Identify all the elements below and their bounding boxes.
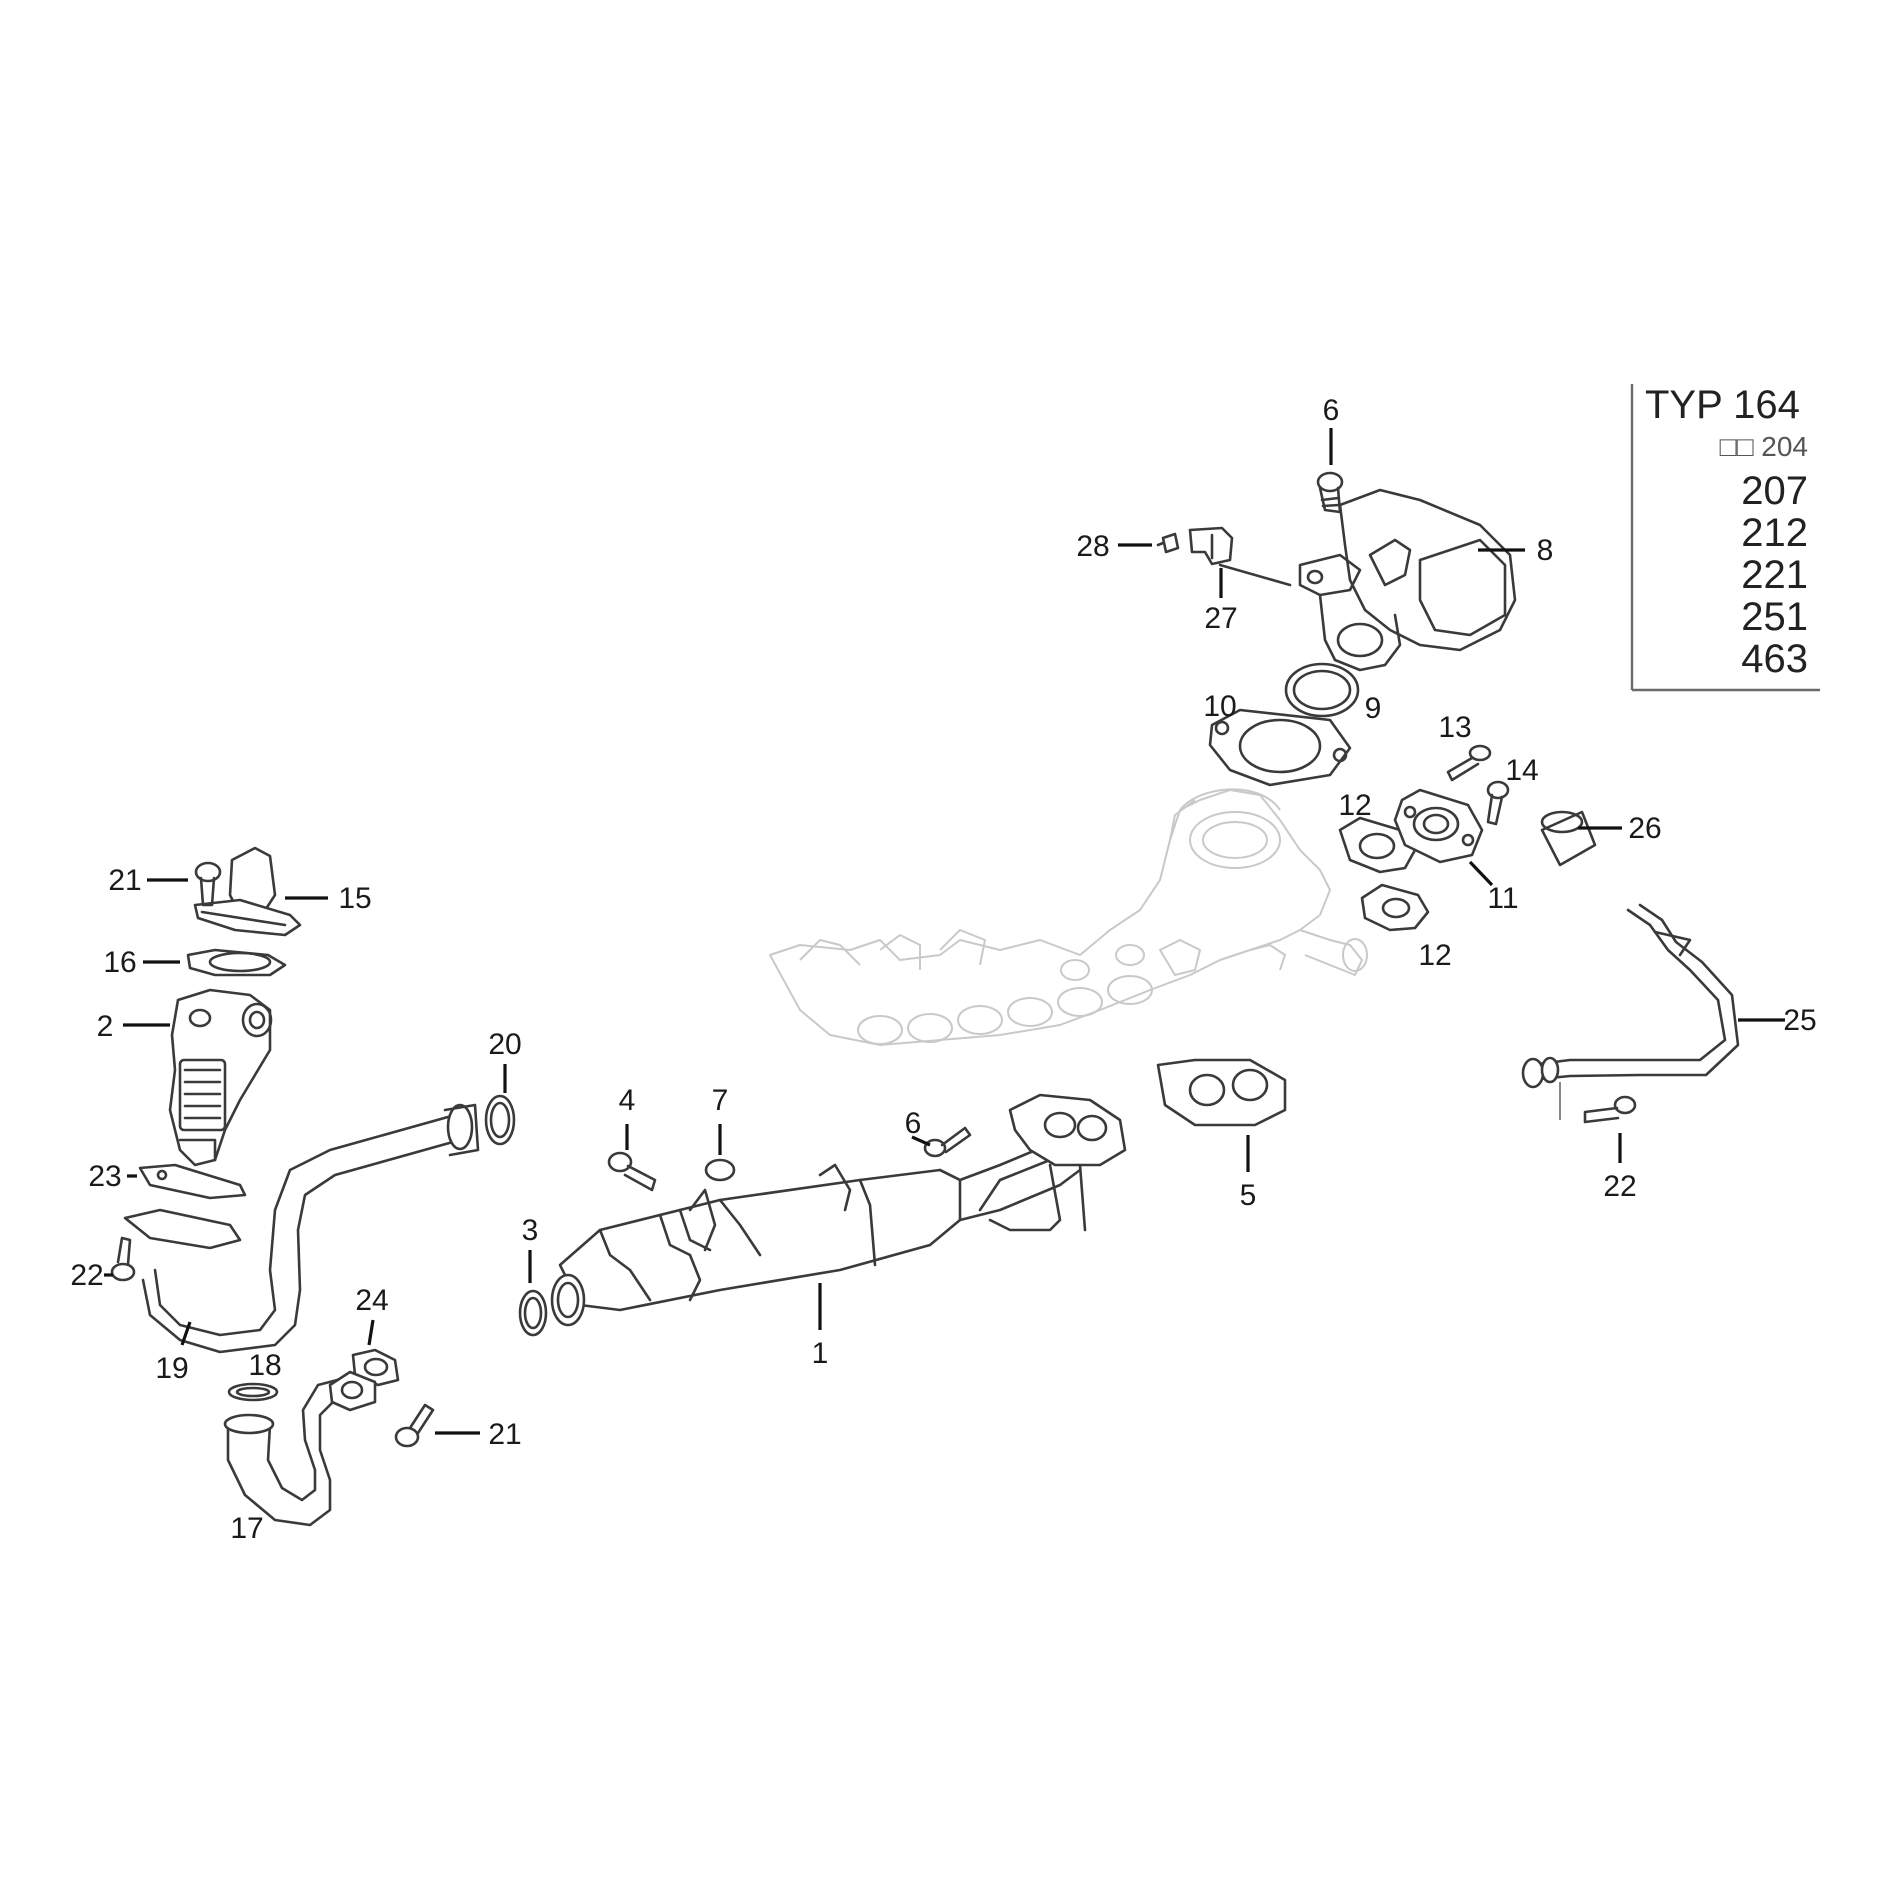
- callout-15: 15: [338, 882, 371, 915]
- leader-lines: [104, 428, 1785, 1435]
- part-20-o-ring: [484, 1094, 516, 1146]
- part-2-valve-body: [168, 988, 273, 1167]
- callout-12-lower: 12: [1418, 939, 1451, 972]
- part-14-bolt: [1486, 780, 1510, 826]
- type-list-model: 463: [1741, 637, 1808, 681]
- callout-7: 7: [712, 1084, 729, 1117]
- type-list-model: 251: [1741, 595, 1808, 639]
- part-4-bolt: [607, 1151, 657, 1192]
- callout-25: 25: [1783, 1004, 1816, 1037]
- part-6-bolt-middle: [923, 1126, 972, 1158]
- part-1-egr-cooler: [550, 1093, 1127, 1327]
- part-12-gasket-upper: [1338, 816, 1417, 874]
- part-21-bolt-lower: [394, 1403, 435, 1448]
- type-list: TYP 164 □□ 204 207 212 221 251 463: [1630, 383, 1820, 692]
- callout-labels: 6 28 27 8 9 10 13 14 12 26 11 12 25 22 5…: [70, 394, 1816, 1545]
- leader-6-middle: [911, 1135, 931, 1147]
- callout-27: 27: [1204, 602, 1237, 635]
- engine-manifold-background: [769, 788, 1368, 1046]
- callout-10: 10: [1203, 690, 1236, 723]
- part-19-pipe: [141, 1103, 480, 1354]
- callout-2: 2: [97, 1010, 114, 1043]
- callout-6-top: 6: [1323, 394, 1340, 427]
- callout-23: 23: [88, 1160, 121, 1193]
- callout-28: 28: [1076, 530, 1109, 563]
- part-5-gasket: [1156, 1058, 1287, 1127]
- callout-11: 11: [1487, 882, 1518, 915]
- callout-13: 13: [1438, 711, 1471, 744]
- part-17-pipe: [223, 1370, 377, 1527]
- leader-24: [367, 1319, 375, 1346]
- leader-19: [180, 1321, 192, 1346]
- part-19-flange: [123, 1208, 242, 1250]
- callout-9: 9: [1365, 692, 1382, 725]
- callout-6-middle: 6: [905, 1107, 922, 1140]
- part-13-bolt: [1446, 744, 1492, 782]
- callout-22-right: 22: [1603, 1170, 1636, 1203]
- callout-3: 3: [522, 1214, 539, 1247]
- type-list-model: 212: [1741, 511, 1808, 555]
- callout-20: 20: [488, 1028, 521, 1061]
- callout-12-upper: 12: [1338, 789, 1371, 822]
- part-15-elbow: [193, 846, 302, 937]
- part-9-o-ring: [1284, 662, 1360, 718]
- part-21-bolt-upper: [194, 861, 222, 907]
- callout-18: 18: [248, 1349, 281, 1382]
- callout-14: 14: [1505, 754, 1538, 787]
- part-26-sleeve: [1540, 810, 1597, 867]
- callout-16: 16: [103, 946, 136, 979]
- type-list-title: TYP 164: [1645, 383, 1800, 427]
- callout-1: 1: [812, 1337, 829, 1370]
- type-list-subtitle: □□ 204: [1720, 431, 1808, 462]
- callout-19: 19: [155, 1352, 188, 1385]
- callout-8: 8: [1537, 534, 1554, 567]
- callout-26: 26: [1628, 812, 1661, 845]
- callout-4: 4: [619, 1084, 636, 1117]
- part-18-o-ring: [227, 1382, 279, 1402]
- part-8-egr-valve: [1218, 488, 1517, 672]
- callout-24: 24: [355, 1284, 388, 1317]
- part-22-bolt-left: [110, 1236, 136, 1282]
- callout-21-lower: 21: [488, 1418, 521, 1451]
- part-11-flange: [1393, 788, 1484, 864]
- part-28-plug: [1156, 532, 1180, 554]
- part-16-gasket: [186, 948, 287, 977]
- part-23-gasket: [138, 1163, 247, 1200]
- type-list-model: 207: [1741, 469, 1808, 513]
- type-list-model: 221: [1741, 553, 1808, 597]
- leader-11: [1468, 860, 1494, 887]
- part-6-bolt-top: [1316, 471, 1344, 514]
- part-7-seal: [704, 1158, 736, 1182]
- part-22-bolt-right: [1583, 1095, 1637, 1124]
- part-12-gasket-lower: [1360, 883, 1430, 932]
- callout-17: 17: [230, 1512, 263, 1545]
- part-27-fitting: [1188, 526, 1234, 566]
- part-25-pipe: [1521, 903, 1740, 1120]
- callout-22-left: 22: [70, 1259, 103, 1292]
- callout-21-upper: 21: [108, 864, 141, 897]
- part-10-gasket: [1208, 708, 1352, 787]
- callout-5: 5: [1240, 1179, 1257, 1212]
- part-3-o-ring: [518, 1289, 548, 1337]
